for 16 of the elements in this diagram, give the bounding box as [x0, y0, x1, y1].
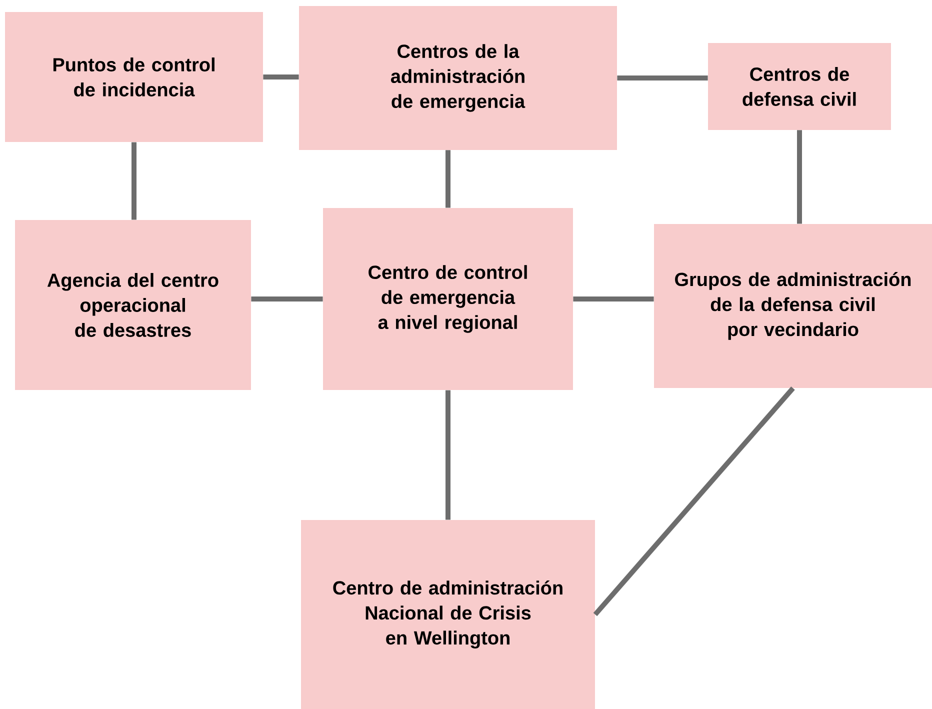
- connector-line: [132, 142, 136, 220]
- process-box: Centros de la administración de emergencia: [299, 6, 617, 150]
- connector-line: [593, 386, 795, 616]
- process-box: Centros de defensa civil: [708, 43, 891, 130]
- process-box: Grupos de administración de la defensa civil por vecindario: [654, 224, 932, 388]
- connector-line: [617, 76, 708, 80]
- connector-line: [797, 130, 802, 224]
- connector-line: [446, 150, 450, 208]
- process-box: Centro de control de emergencia a nivel regional: [323, 208, 573, 390]
- connector-line: [446, 390, 450, 520]
- process-box: Agencia del centro operacional de desastres: [15, 220, 251, 390]
- connector-line: [573, 296, 654, 302]
- process-box: Puntos de control de incidencia: [5, 12, 263, 142]
- process-box: Centro de administración Nacional de Crisis en Wellington: [301, 520, 595, 709]
- connector-line: [251, 296, 323, 302]
- connector-line: [263, 74, 299, 80]
